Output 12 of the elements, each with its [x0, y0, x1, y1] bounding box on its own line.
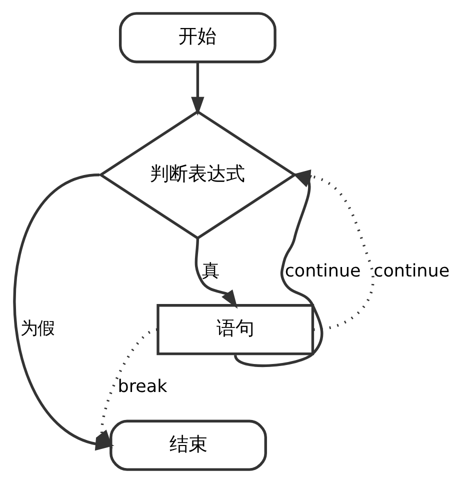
- node-box: 开始: [118, 12, 276, 64]
- arrow: [95, 328, 158, 449]
- node-diamond: 判断表达式: [98, 110, 297, 240]
- edge-label: 真: [201, 261, 218, 282]
- edge-label: continue: [284, 261, 360, 282]
- arrow: [194, 238, 238, 309]
- edge-label: 为假: [20, 319, 54, 340]
- node-box: 语句: [156, 304, 314, 356]
- edge-label: continue: [373, 261, 450, 282]
- node-box: 结束: [109, 420, 266, 471]
- arrow: [190, 62, 204, 116]
- edge-label: break: [117, 377, 167, 398]
